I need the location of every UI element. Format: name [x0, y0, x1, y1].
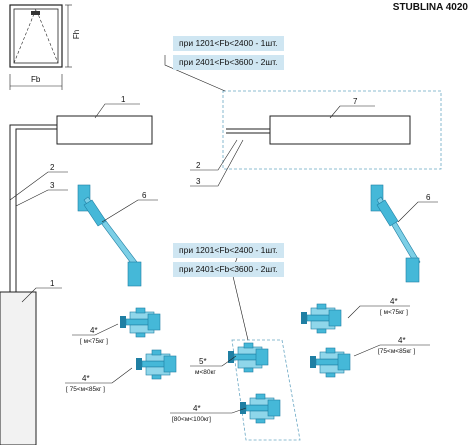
hinge-left-a	[119, 307, 161, 338]
width-label: Fb	[31, 75, 41, 84]
callout-1-top: 1	[121, 95, 126, 104]
hinge-center-b	[239, 393, 281, 424]
height-label: Fh	[72, 29, 82, 40]
callout-4-left-a-range: [ м<75кг ]	[80, 338, 108, 345]
callout-4-left-b-range: [ 75<м<85кг ]	[66, 386, 105, 393]
hinge-left-b	[135, 349, 177, 380]
callout-4-left-a: 4*	[90, 326, 98, 335]
page-title: STUBLINA 4020	[392, 2, 468, 13]
callout-3-mid: 3	[196, 177, 201, 186]
condition-mid-2: при 2401<Fb<3600 - 2шт.	[173, 262, 284, 277]
callout-3-left: 3	[50, 181, 55, 190]
callout-7: 7	[353, 97, 358, 106]
left-stay-arm	[77, 184, 142, 287]
dashed-group-box	[222, 90, 442, 170]
condition-top-2: при 2401<Fb<3600 - 2шт.	[173, 55, 284, 70]
callout-6-right: 6	[426, 193, 431, 202]
dashed-hinge-zone	[231, 339, 301, 441]
callout-4-left-b: 4*	[82, 374, 90, 383]
condition-mid-1: при 1201<Fb<2400 - 1шт.	[173, 243, 284, 258]
right-profile	[226, 115, 411, 145]
hinge-right-b	[309, 347, 351, 378]
callout-2-left: 2	[50, 163, 55, 172]
condition-top-1: при 1201<Fb<2400 - 1шт.	[173, 36, 284, 51]
callout-4-right-a: 4*	[390, 297, 398, 306]
callout-4-right-a-range: [ м<75кг ]	[380, 309, 408, 316]
callout-4-center: 4*	[193, 404, 201, 413]
window-sketch	[9, 4, 72, 90]
callout-4-center-range: [80<м<100кг]	[172, 416, 211, 423]
callout-6-left: 6	[142, 191, 147, 200]
leader-lines	[9, 55, 438, 414]
callout-2-mid: 2	[196, 161, 201, 170]
callout-4-right-b-range: [75<м<85кг ]	[378, 348, 416, 355]
callout-5: 5*	[199, 357, 207, 366]
left-frame	[0, 115, 153, 445]
hinge-right-a	[300, 303, 342, 334]
callout-4-right-b: 4*	[398, 336, 406, 345]
callout-5-range: м<80кг	[195, 369, 216, 376]
right-stay-arm	[370, 184, 421, 283]
callout-1-bottom: 1	[50, 279, 55, 288]
